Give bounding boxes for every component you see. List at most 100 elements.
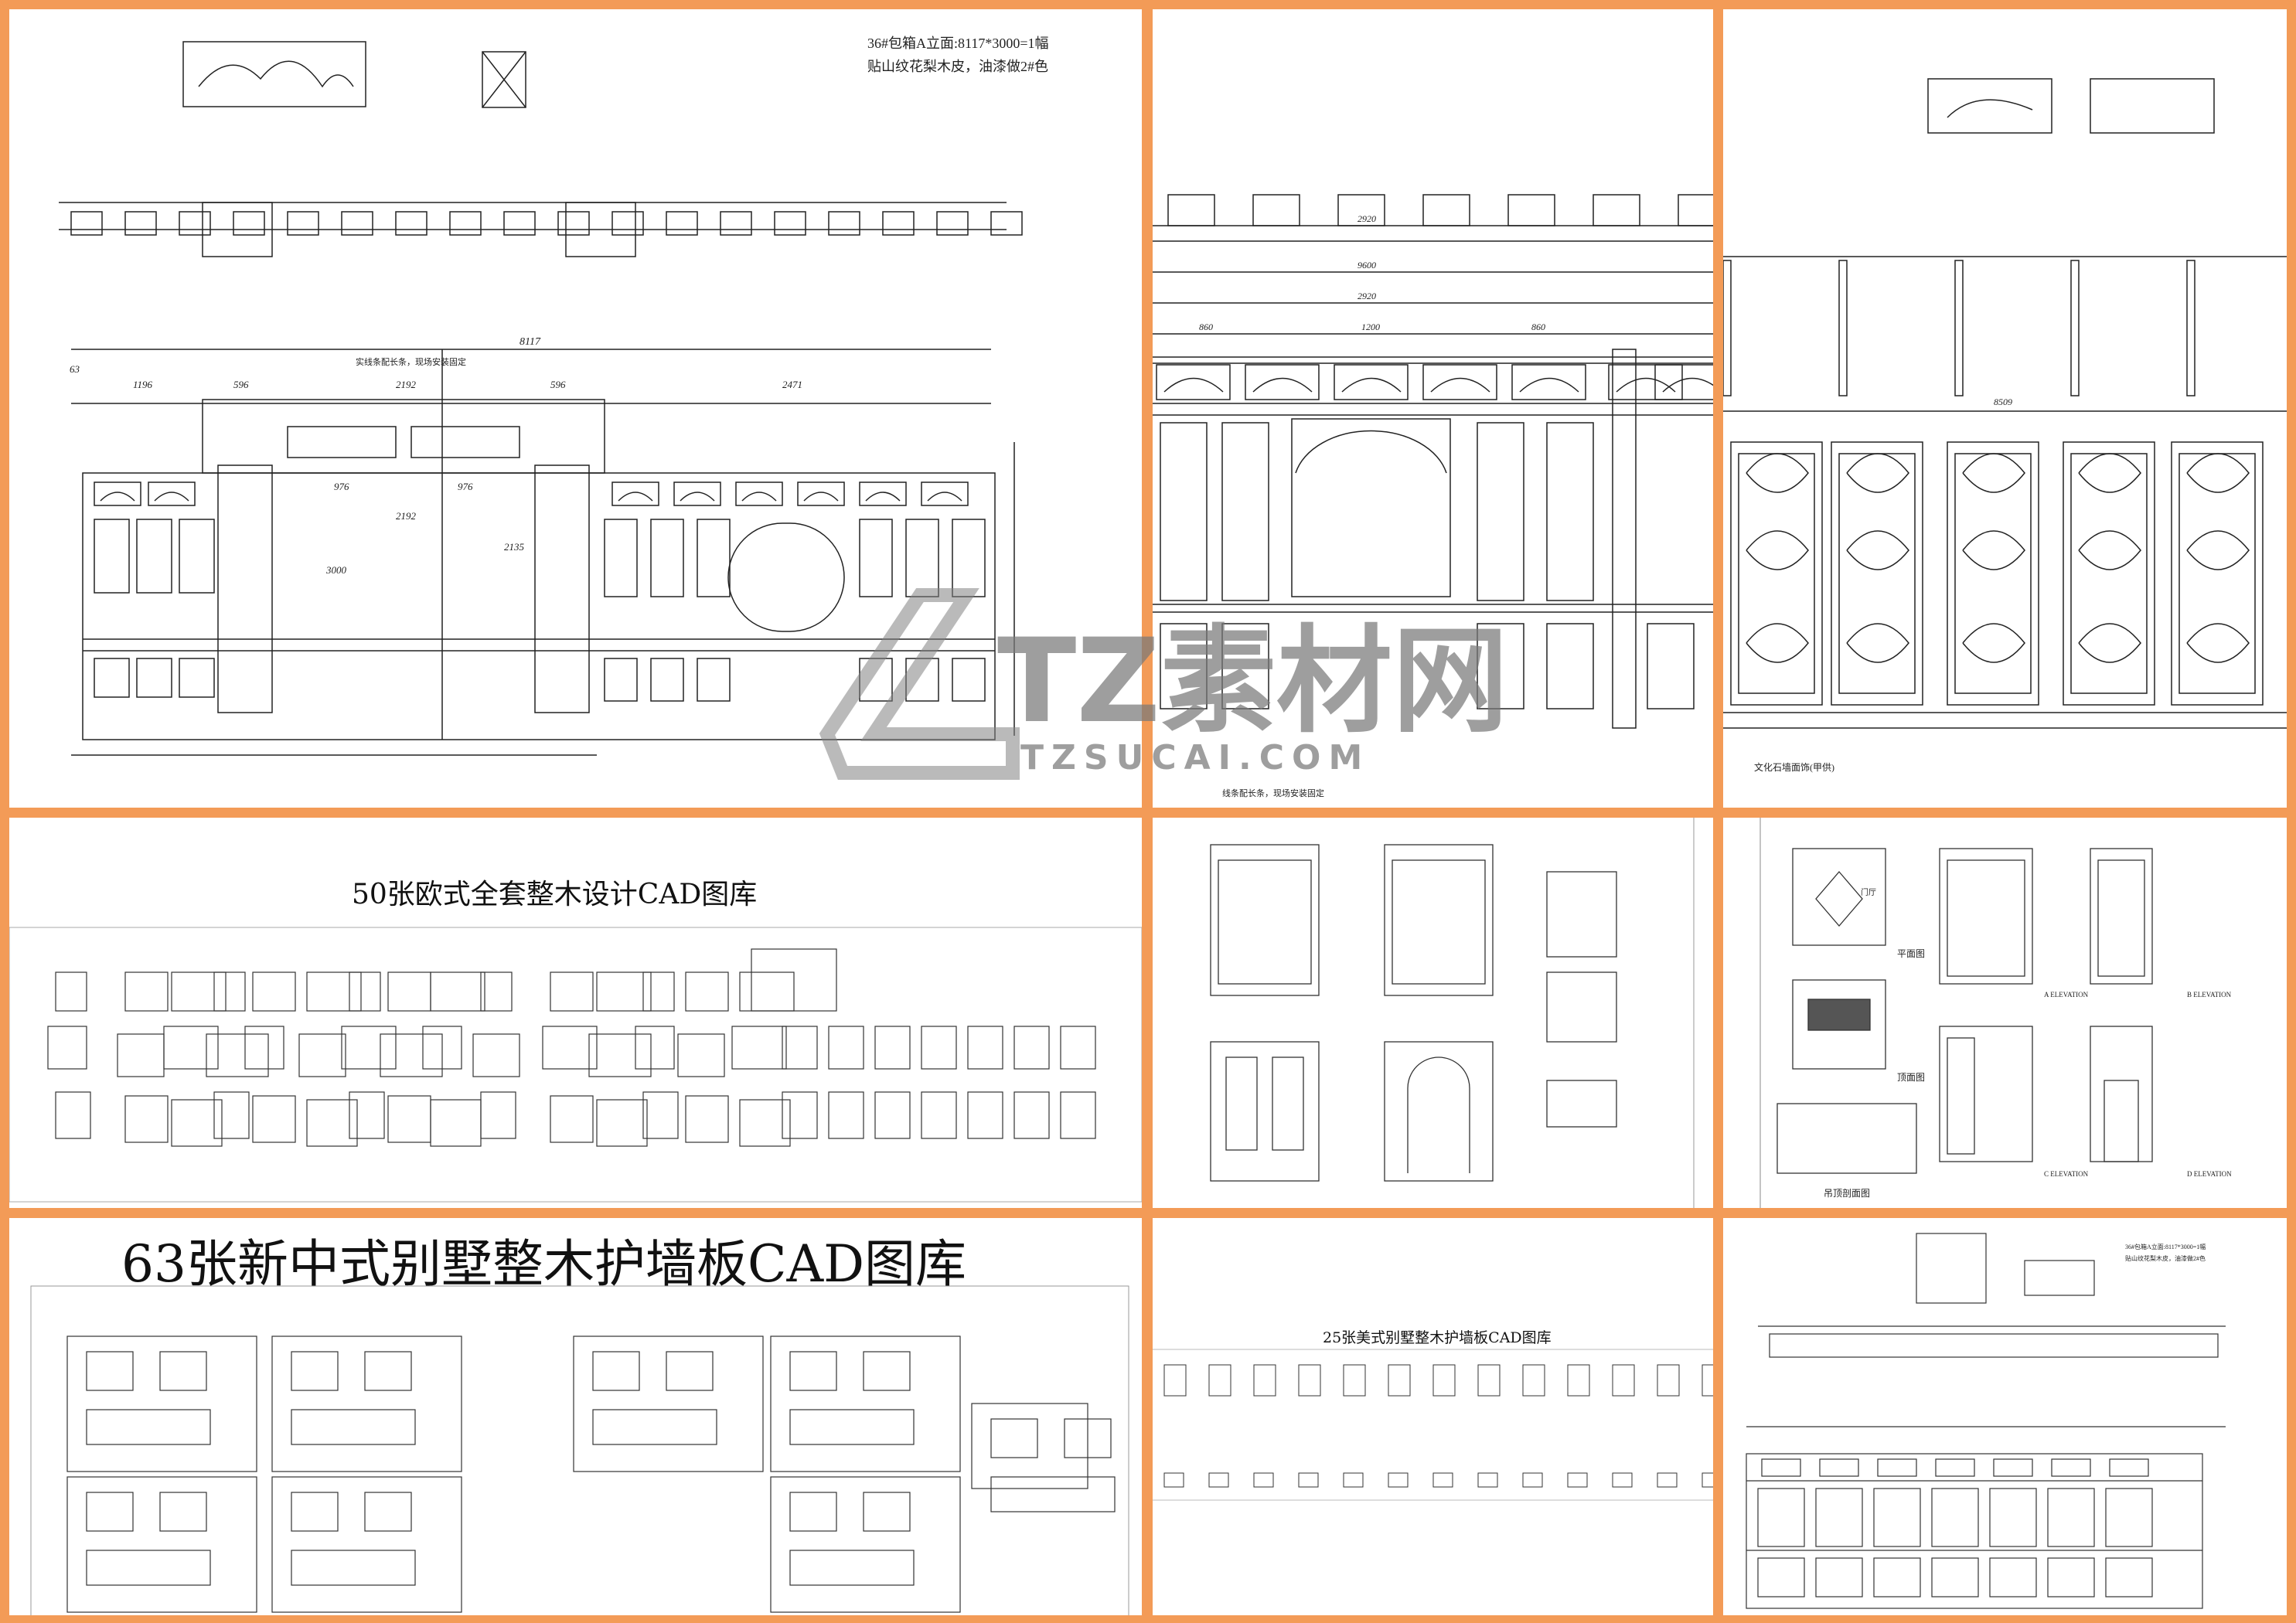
thumbnail	[677, 1033, 725, 1077]
cad-panel-elevation-detail: 2920 9600 2920 860 1200 860 线条配长条，现场安装固定	[1153, 9, 1713, 808]
thumbnail	[291, 1409, 416, 1445]
carving	[2186, 453, 2250, 493]
dim-label: 2471	[782, 379, 802, 390]
carving	[1962, 530, 2025, 570]
door-panel	[94, 519, 130, 594]
thumbnail	[1208, 1364, 1231, 1397]
door-panel	[1815, 1488, 1863, 1547]
cad-drawing: 36#包箱A立面:8117*3000=1幅 贴山纹花梨木皮，油漆做2#色	[1746, 1233, 2226, 1609]
dim-label: 2920	[1358, 213, 1376, 224]
thumbnail	[252, 1095, 296, 1143]
thumbnail	[86, 1409, 211, 1445]
dim-label: 8509	[1994, 396, 2012, 407]
carved-panel-inner	[1838, 453, 1916, 694]
carved-panel-inner	[2070, 453, 2148, 694]
rail-block	[1422, 194, 1470, 226]
thumbnail	[635, 1026, 675, 1070]
door-panel	[697, 519, 731, 597]
carving	[100, 492, 135, 502]
carved-frieze	[1422, 364, 1497, 400]
carving	[1746, 530, 1809, 570]
thumbnail	[789, 1492, 837, 1532]
carving	[1616, 377, 1676, 393]
thumbnail	[863, 1492, 911, 1532]
thumbnail	[596, 971, 652, 1012]
thumbnail	[291, 1492, 339, 1532]
thumbnail	[1432, 1364, 1456, 1397]
thumbnail	[1388, 1364, 1411, 1397]
elevation-tag: D ELEVATION	[2187, 1170, 2232, 1178]
carving	[618, 492, 653, 502]
thumbnail	[550, 971, 594, 1012]
carving	[1746, 623, 1809, 663]
carving	[1163, 377, 1224, 393]
door-panel	[1757, 1557, 1805, 1597]
cad-panel-american-library: 25张美式别墅整木护墙板CAD图库	[1153, 1218, 1713, 1615]
arch-niche	[1291, 418, 1451, 597]
thumbnail	[430, 971, 485, 1012]
carving	[1846, 530, 1909, 570]
door-panel	[1989, 1488, 2037, 1547]
thumbnail	[921, 1091, 957, 1139]
library-title: 50张欧式全套整木设计CAD图库	[352, 879, 758, 910]
thumbnail	[1253, 1472, 1274, 1488]
thumbnail	[213, 971, 246, 1012]
thumbnail	[341, 1026, 397, 1070]
cad-panel-cabinet-elevations	[1153, 818, 1713, 1208]
door-panel	[1931, 1557, 1979, 1597]
callout-text: 实线条配长条，现场安装固定	[356, 356, 466, 367]
thumbnail	[213, 1091, 250, 1139]
cad-drawing	[1210, 818, 1695, 1208]
carving	[927, 492, 962, 502]
carving	[2186, 530, 2250, 570]
door-panel	[1647, 623, 1695, 709]
drawing-label: 平面图	[1897, 948, 1925, 959]
door-panel	[2047, 1488, 2095, 1547]
thumbnail	[349, 1091, 385, 1139]
library-title: 25张美式别墅整木护墙板CAD图库	[1323, 1329, 1552, 1346]
carved-frieze	[921, 481, 969, 506]
rail-block	[503, 211, 536, 236]
cad-thumbnail-sheet	[30, 1285, 1129, 1615]
thumbnail	[252, 971, 296, 1012]
thumbnail	[666, 1351, 714, 1391]
thumbnail	[542, 1026, 598, 1070]
thumbnail	[592, 1351, 640, 1391]
thumbnail	[990, 1418, 1038, 1458]
thumbnail	[1477, 1472, 1498, 1488]
drawing-sheet	[971, 1403, 1088, 1489]
door-panel	[136, 658, 172, 698]
thumbnail	[422, 1026, 462, 1070]
note-text: 36#包箱A立面:8117*3000=1幅	[2125, 1243, 2206, 1250]
rail-block	[179, 211, 211, 236]
thumbnail	[349, 971, 381, 1012]
thumbnail	[782, 1026, 818, 1070]
cad-panel-carved-wall: 8509 文化石墙面饰(甲供)	[1723, 9, 2287, 808]
drawing-sheet	[271, 1335, 462, 1472]
thumbnail	[874, 1091, 911, 1139]
drawing-sheet	[573, 1335, 764, 1472]
door-panel	[1757, 1488, 1805, 1547]
thumbnail	[685, 971, 729, 1012]
door-panel	[1160, 623, 1208, 709]
carved-panel-inner	[2178, 453, 2256, 694]
thumbnail	[782, 1091, 818, 1139]
cad-panel-european-elevation: 36#包箱A立面:8117*3000=1幅 贴山纹花梨木皮，油漆做2#色 811…	[9, 9, 1142, 808]
rail-block	[287, 211, 319, 236]
rail-block	[70, 211, 103, 236]
thumbnail	[387, 1095, 431, 1143]
carving	[1846, 623, 1909, 663]
door-panel	[1931, 1488, 1979, 1547]
thumbnail	[472, 1033, 520, 1077]
carved-frieze	[859, 481, 907, 506]
carved-frieze	[2109, 1458, 2149, 1477]
arch-niche	[727, 522, 845, 632]
carved-panel-inner	[1954, 453, 2032, 694]
carving	[1962, 623, 2025, 663]
thumbnail	[364, 1492, 412, 1532]
thumbnail	[206, 1033, 269, 1077]
thumbnail	[124, 971, 169, 1012]
thumbnail	[967, 1026, 1003, 1070]
carved-panel	[1947, 441, 2039, 706]
thumbnail	[588, 1033, 652, 1077]
